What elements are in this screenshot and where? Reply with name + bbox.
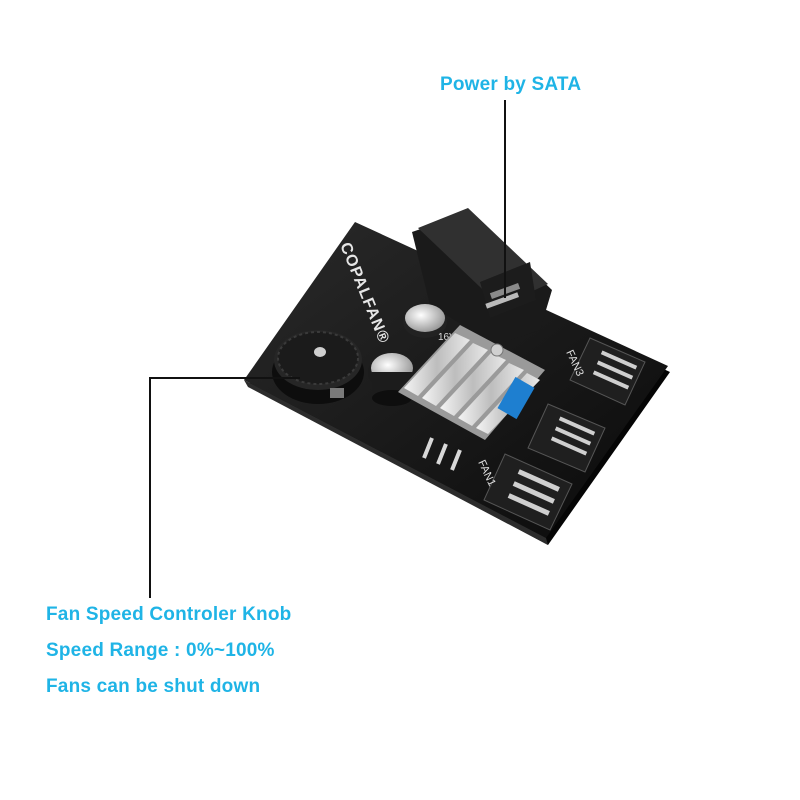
- capacitor-bottom: [368, 353, 416, 406]
- fan-connector-2: [527, 403, 606, 473]
- shutdown-annotation: Fans can be shut down: [46, 676, 261, 697]
- transistor-legs: [422, 437, 462, 471]
- capacitor-marking: 16V: [438, 332, 456, 343]
- power-annotation: Power by SATA: [440, 74, 582, 95]
- fan-connector-1: [483, 453, 573, 531]
- range-annotation: Speed Range : 0%~100%: [46, 640, 275, 661]
- capacitor-top: 16V: [403, 304, 456, 343]
- fan-connector-3: [569, 337, 646, 406]
- sata-connector: [412, 208, 552, 345]
- knob-leader-line: [149, 377, 300, 598]
- potentiometer-knob: [272, 330, 364, 404]
- knob-annotation: Fan Speed Controler Knob: [46, 604, 292, 625]
- heatsink: [398, 325, 545, 440]
